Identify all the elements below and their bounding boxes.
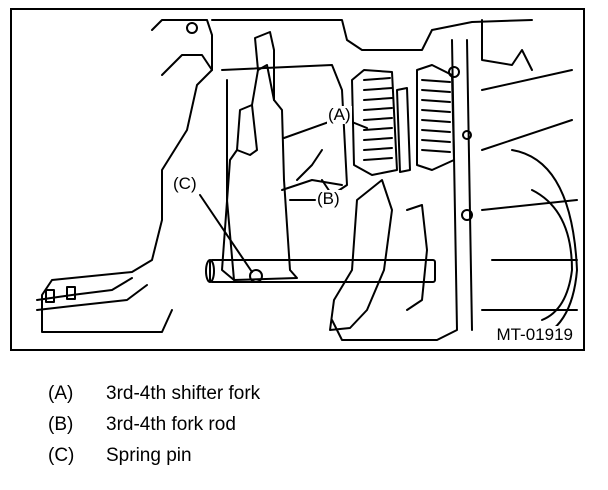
- legend-key: (B): [48, 414, 74, 435]
- case-right-wall-2: [466, 39, 473, 331]
- figure-id: MT-01919: [494, 325, 575, 344]
- bolt-hole-1: [186, 22, 198, 34]
- callout-c-label: (C): [172, 174, 198, 193]
- gear-sleeve: [396, 87, 411, 173]
- gear-1-teeth: [363, 77, 393, 161]
- legend-item-c: (C) Spring pin: [48, 440, 260, 471]
- case-right-top: [481, 19, 533, 71]
- bolt-hole-2: [448, 66, 460, 78]
- fork-rod-end: [205, 259, 215, 283]
- lower-fork-2: [406, 204, 428, 311]
- legend-item-b: (B) 3rd-4th fork rod: [48, 409, 260, 440]
- gear-1: [351, 69, 398, 176]
- legend-text: 3rd-4th fork rod: [106, 414, 236, 435]
- transmission-illustration: (A) (B) (C) MT-01919: [10, 8, 585, 351]
- case-left-wall: [41, 19, 213, 333]
- case-left-inner: [161, 54, 213, 76]
- callout-b-label: (B): [316, 189, 341, 208]
- case-right-wall: [331, 39, 458, 341]
- case-tab-1: [45, 289, 55, 303]
- case-right-arc: [511, 149, 578, 341]
- case-right-ribs: [481, 69, 578, 311]
- legend-text: 3rd-4th shifter fork: [106, 383, 261, 404]
- legend-item-a: (A) 3rd-4th shifter fork: [48, 378, 260, 409]
- gear-2-teeth: [421, 79, 451, 153]
- callout-a-label: (A): [327, 105, 352, 124]
- bolt-hole-3: [462, 130, 472, 140]
- legend-key: (A): [48, 383, 74, 404]
- case-top: [211, 19, 533, 51]
- legend-key: (C): [48, 445, 75, 466]
- case-tab-2: [66, 286, 76, 300]
- legend-text: Spring pin: [106, 445, 192, 466]
- shifter-fork: [221, 31, 298, 281]
- fork-rod: [209, 259, 436, 283]
- spring-pin: [249, 269, 263, 283]
- leader-c: [199, 194, 253, 273]
- bolt-hole-4: [461, 209, 473, 221]
- shifter-fork-edge: [236, 64, 275, 156]
- case-right-arc-2: [531, 189, 573, 321]
- case-left-rib-2: [36, 284, 148, 311]
- legend: (A) 3rd-4th shifter fork (B) 3rd-4th for…: [48, 378, 260, 471]
- fork-arm: [281, 149, 343, 191]
- lower-fork: [329, 179, 393, 331]
- gear-2: [416, 64, 455, 171]
- transmission-line-drawing: [36, 19, 578, 341]
